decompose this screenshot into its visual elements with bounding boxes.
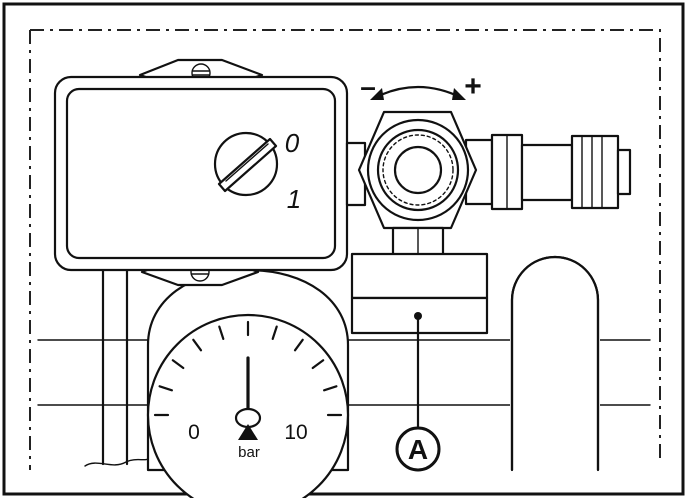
- adjust-plus-label: +: [464, 70, 482, 103]
- quick-coupling: [520, 134, 632, 210]
- gauge-tick: [311, 359, 325, 370]
- gauge-tick: [293, 338, 304, 352]
- gauge-tick: [271, 325, 278, 340]
- component-a: [350, 252, 489, 430]
- gauge-tick: [192, 338, 203, 352]
- adjust-minus-label: –: [360, 71, 376, 102]
- switch-mark-1: 1: [287, 184, 301, 214]
- u-bend-pipe: [510, 255, 600, 472]
- callout-a-label: A: [408, 434, 428, 465]
- gauge-ticks: [153, 320, 343, 417]
- gauge-min-label: 0: [188, 421, 200, 444]
- valve-bore: [393, 145, 443, 195]
- switch-mark-0: 0: [285, 128, 300, 158]
- switch-slot: [217, 137, 278, 193]
- installation-boundary: [29, 29, 661, 470]
- rotary-switch: 0 1: [213, 128, 301, 214]
- gauge-tick: [171, 359, 185, 370]
- adjustment-arrow: – +: [360, 70, 482, 103]
- gauge-max-label: 10: [284, 421, 307, 444]
- vertical-pipe-left: [84, 266, 151, 467]
- gauge-tick: [218, 325, 225, 340]
- control-box: [53, 75, 349, 272]
- pressure-gauge: 0 10 bar: [146, 268, 350, 498]
- arrow-head-left-icon: [370, 88, 384, 100]
- valve-assembly: [345, 110, 632, 258]
- arrow-head-right-icon: [452, 88, 466, 100]
- callout-a: A: [395, 426, 441, 472]
- gauge-needle: [234, 356, 262, 440]
- gauge-unit-label: bar: [238, 444, 260, 461]
- gauge-tick: [158, 385, 173, 392]
- gauge-tick: [323, 385, 338, 392]
